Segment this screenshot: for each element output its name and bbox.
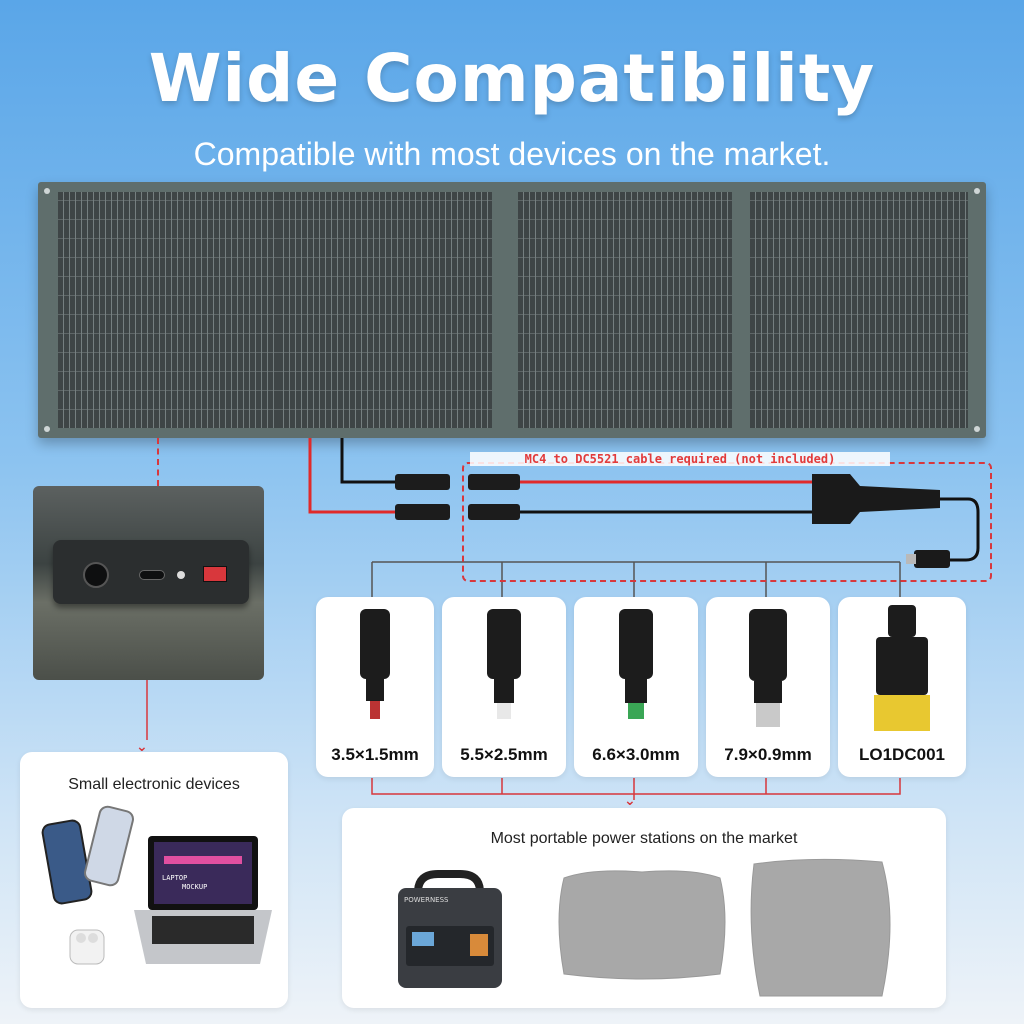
connector-card: 3.5×1.5mm	[316, 597, 434, 777]
connector-card: LO1DC001	[838, 597, 966, 777]
power-stations-card: Most portable power stations on the mark…	[342, 808, 946, 1008]
small-devices-title: Small electronic devices	[68, 776, 240, 793]
dashed-connector-line	[157, 438, 159, 486]
connector-label: 7.9×0.9mm	[724, 745, 812, 764]
solar-cell-block	[278, 192, 492, 428]
connector-card: 5.5×2.5mm	[442, 597, 566, 777]
power-stations-title: Most portable power stations on the mark…	[490, 830, 798, 847]
connector-label: LO1DC001	[859, 745, 945, 764]
rivet	[44, 188, 50, 194]
solar-cell-block	[518, 192, 732, 428]
connector-label: 6.6×3.0mm	[592, 745, 680, 764]
connector-label: 5.5×2.5mm	[460, 745, 548, 764]
dc-plug-icon	[487, 609, 521, 719]
dc-plug-icon	[360, 609, 390, 719]
cable-note: MC4 to DC5521 cable required (not includ…	[470, 452, 890, 466]
usb-c-port-icon	[139, 570, 165, 580]
power-stations-illustration	[398, 858, 891, 997]
connector-card: 6.6×3.0mm	[574, 597, 698, 777]
page-subtitle: Compatible with most devices on the mark…	[193, 136, 831, 172]
devices-illustration	[41, 805, 272, 965]
power-bank-photo	[33, 486, 264, 680]
laptop-screen-text: LAPTOP MOCKUP	[162, 874, 232, 892]
cable-required-box	[462, 462, 992, 582]
small-devices-card: Small electronic devices LAPTOP MOCKUP	[20, 752, 288, 1008]
rivet	[44, 426, 50, 432]
laptop-screen-line2: MOCKUP	[182, 883, 208, 891]
dc-plug-icon	[619, 609, 653, 719]
solar-cell-block	[750, 192, 968, 428]
indicator-icon	[177, 571, 185, 579]
dc-port-icon	[83, 562, 109, 588]
dc-plug-icon	[749, 609, 787, 727]
power-bank	[53, 540, 249, 604]
connector-card: 7.9×0.9mm	[706, 597, 830, 777]
rivet	[974, 426, 980, 432]
page-title: Wide Compatibility	[148, 40, 876, 117]
station-brand: POWERNESS	[404, 896, 449, 904]
laptop-screen-line1: LAPTOP	[162, 874, 188, 882]
solar-cell-block	[58, 192, 280, 428]
connector-label: 3.5×1.5mm	[331, 745, 419, 764]
lenovo-plug-icon	[874, 605, 930, 731]
usb-a-port-icon	[203, 566, 227, 582]
rivet	[974, 188, 980, 194]
solar-panel	[38, 182, 986, 438]
